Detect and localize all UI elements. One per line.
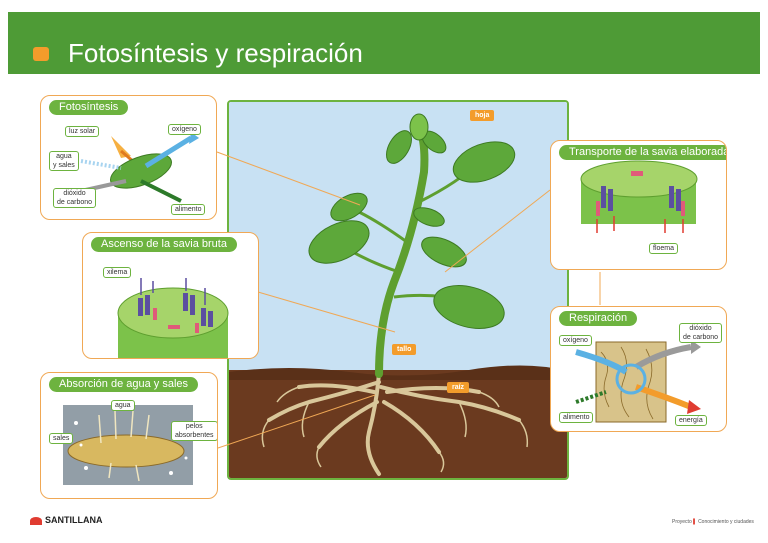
panel-transporte-title: Transporte de la savia elaborada	[559, 145, 726, 160]
phloem-diagram	[580, 160, 698, 233]
plant-illustration	[229, 102, 567, 478]
panel-fotosintesis: Fotosíntesis luz solar oxígeno agua y sa…	[40, 95, 217, 220]
panel-absorcion-title: Absorción de agua y sales	[49, 377, 199, 392]
label-alimento-resp: alimento	[559, 412, 594, 423]
label-oxigeno-resp: oxígeno	[559, 335, 592, 346]
leaf-diagram	[80, 132, 199, 203]
xylem-diagram	[117, 278, 229, 358]
cell-respiration-diagram	[575, 340, 701, 423]
project-logo-icon: ▌	[693, 519, 697, 525]
santillana-logo: SANTILLANA	[30, 515, 103, 525]
page-title: Fotosíntesis y respiración	[68, 38, 363, 68]
label-energia: energía	[675, 415, 707, 426]
hoja-tag: hoja	[470, 110, 495, 121]
panel-fotosintesis-title: Fotosíntesis	[49, 100, 129, 115]
panel-transporte: Transporte de la savia elaborada floema	[550, 140, 727, 270]
label-dioxido: dióxido de carbono	[53, 188, 97, 208]
label-luz-solar: luz solar	[65, 126, 100, 137]
label-dioxido-resp: dióxido de carbono	[679, 323, 723, 343]
root-hair-diagram	[63, 405, 193, 485]
raiz-tag: raíz	[447, 382, 470, 393]
project-logo: Proyecto ▌ Conocimiento y ciudades	[672, 519, 754, 525]
bud	[409, 113, 429, 141]
panel-absorcion: Absorción de agua y sales agua sales pel…	[40, 372, 218, 499]
panel-ascenso-title: Ascenso de la savia bruta	[91, 237, 237, 252]
header-bar: Fotosíntesis y respiración	[8, 12, 760, 74]
plant-scene: hoja tallo raíz	[227, 100, 569, 480]
header-bullet-icon	[33, 47, 49, 61]
brand-name: SANTILLANA	[45, 515, 103, 525]
label-agua: agua	[111, 400, 135, 411]
label-agua-sales: agua y sales	[49, 151, 79, 171]
project-name: Conocimiento y ciudades	[698, 519, 754, 525]
label-oxigeno: oxígeno	[168, 124, 201, 135]
label-alimento: alimento	[171, 204, 206, 215]
santillana-logo-icon	[30, 516, 42, 525]
label-pelos-absorbentes: pelos absorbentes	[171, 421, 217, 441]
panel-respiracion: Respiración oxígeno dióxido de carbono a…	[550, 306, 727, 432]
panel-ascenso: Ascenso de la savia bruta xilema	[82, 232, 259, 359]
project-label: Proyecto	[672, 519, 692, 525]
label-xilema: xilema	[103, 267, 132, 278]
panel-respiracion-title: Respiración	[559, 311, 638, 326]
tallo-tag: tallo	[392, 344, 417, 355]
label-sales: sales	[49, 433, 74, 444]
label-floema: floema	[649, 243, 679, 254]
